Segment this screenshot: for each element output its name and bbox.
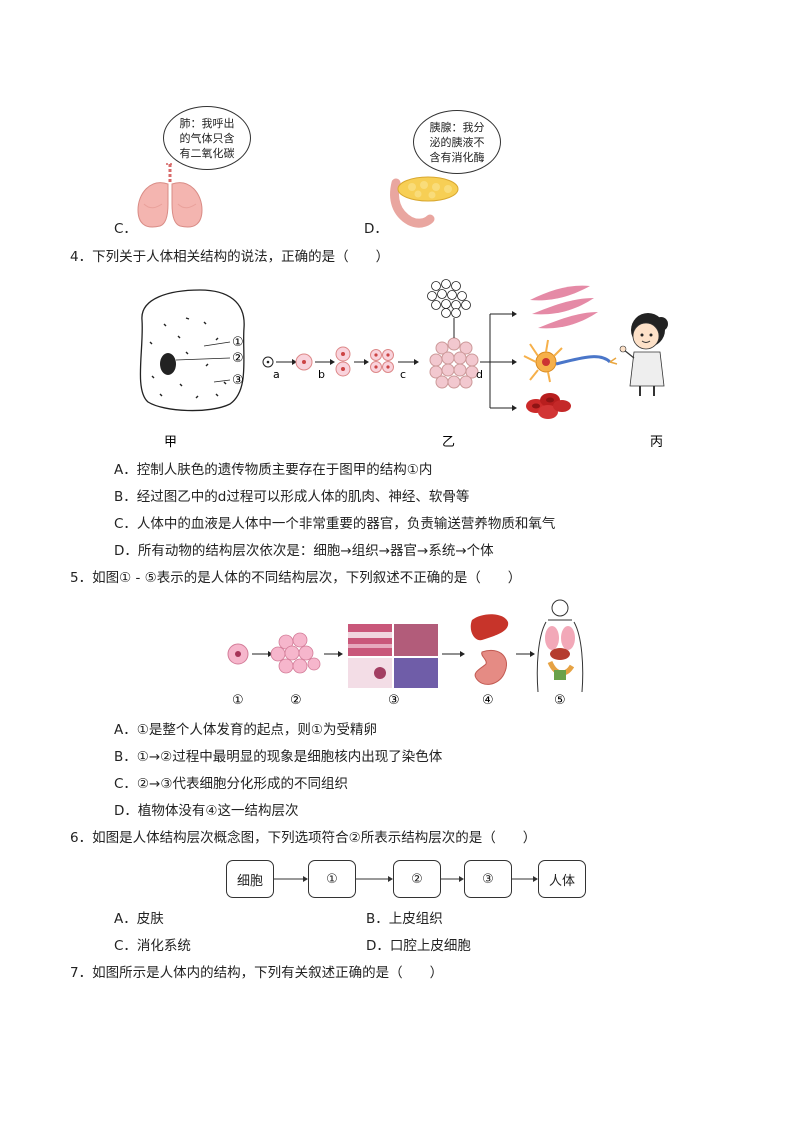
nucleus-icon [160, 353, 176, 375]
speech-bubble-pancreas: 胰腺：我分泌的胰液不含有消化酶 [413, 110, 501, 174]
concept-box-1: ① [308, 860, 356, 898]
q6-option-c: C．消化系统 [114, 938, 191, 954]
q5-option-d: D．植物体没有④这一结构层次 [114, 803, 299, 819]
q5-stem: 5．如图① - ⑤表示的是人体的不同结构层次，下列叙述不正确的是（ ） [70, 570, 522, 586]
fig-label-bing: 丙 [650, 435, 663, 450]
girl-icon [619, 313, 668, 396]
q7-stem: 7．如图所示是人体内的结构，下列有关叙述正确的是（ ） [70, 965, 444, 981]
q5-option-c: C．②→③代表细胞分化形成的不同组织 [114, 776, 348, 792]
fig5-label-4: ④ [482, 693, 494, 708]
speech-bubble-lung: 肺：我呼出的气体只含有二氧化碳 [163, 106, 251, 170]
fig5-label-2: ② [290, 693, 302, 708]
pancreas-icon [390, 176, 459, 228]
q4-stem: 4．下列关于人体相关结构的说法，正确的是（ ） [70, 249, 390, 265]
muscle-cells-icon [530, 285, 598, 329]
q5-option-b: B．①→②过程中最明显的现象是细胞核内出现了染色体 [114, 749, 443, 765]
fig5-label-5: ⑤ [554, 693, 566, 708]
svg-text:a: a [273, 368, 280, 381]
cell-label-2: ② [232, 351, 244, 366]
q4-option-d: D．所有动物的结构层次依次是：细胞→组织→器官→系统→个体 [114, 543, 494, 559]
svg-text:c: c [400, 368, 406, 381]
red-blood-cells-icon [526, 393, 571, 419]
lung-icon [137, 163, 203, 228]
concept-box-2: ② [393, 860, 441, 898]
q4-figure: ① ② ③ a b c [139, 279, 668, 450]
q4-option-a: A．控制人肤色的遗传物质主要存在于图甲的结构①内 [114, 462, 433, 478]
svg-text:d: d [476, 368, 483, 381]
svg-text:b: b [318, 368, 325, 381]
q4-option-c: C．人体中的血液是人体中一个非常重要的器官，负责输送营养物质和氧气 [114, 516, 556, 532]
neuron-icon [523, 339, 618, 383]
cell-label-1: ① [232, 335, 244, 350]
q5-option-a: A．①是整个人体发育的起点，则①为受精卵 [114, 722, 377, 738]
q4-option-b: B．经过图乙中的d过程可以形成人体的肌肉、神经、软骨等 [114, 489, 470, 505]
zygote-icon [227, 643, 249, 665]
q6-option-d: D．口腔上皮细胞 [366, 938, 471, 954]
q6-stem: 6．如图是人体结构层次概念图，下列选项符合②所表示结构层次的是（ ） [70, 830, 537, 846]
fig5-label-3: ③ [388, 693, 400, 708]
organ-icon [470, 614, 509, 685]
cell-cluster-icon [270, 632, 321, 674]
cell-division-process: a b c d [262, 279, 668, 419]
fig-label-yi: 乙 [442, 435, 455, 450]
human-body-icon [536, 599, 584, 693]
cell-label-3: ③ [232, 373, 244, 388]
concept-arrows [273, 876, 538, 882]
tissues-icon [348, 624, 438, 688]
fig-label-jia: 甲 [164, 435, 177, 450]
concept-box-cell: 细胞 [226, 860, 274, 898]
cell-diagram: ① ② ③ [139, 289, 245, 412]
q6-option-a: A．皮肤 [114, 911, 164, 927]
q5-figure: ① ② ③ ④ ⑤ [227, 599, 584, 708]
fig5-label-1: ① [232, 693, 244, 708]
concept-box-body: 人体 [538, 860, 586, 898]
q6-option-b: B．上皮组织 [366, 911, 443, 927]
